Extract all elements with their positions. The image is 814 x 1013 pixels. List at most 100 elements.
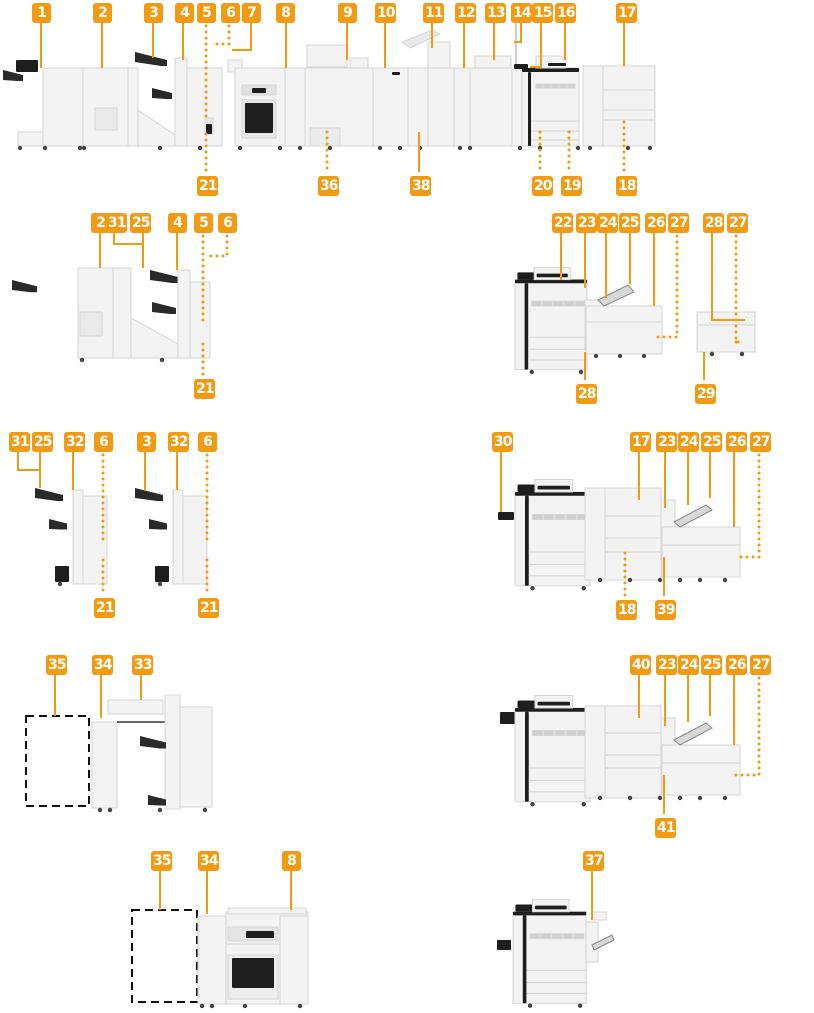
pod-deck [585,305,663,355]
callout-badge: 21 [197,176,219,196]
callout-badge: 22 [552,213,574,233]
callout-badge: 17 [630,432,652,452]
caster-wheel [709,351,715,357]
callout-badge: 32 [64,432,86,452]
leader-line-solid [514,23,522,43]
vent [542,300,553,307]
caster-wheel [97,807,103,813]
window [246,931,274,938]
vent [532,514,543,520]
callout-badge: 11 [423,3,445,23]
control-panel [514,64,528,69]
output-tray [12,280,37,293]
caster-wheel [530,586,535,591]
front-frame [524,283,529,370]
caster-wheel [209,1003,215,1009]
caster-wheel [237,145,243,151]
upper-tray [135,488,163,501]
output-tray [500,712,516,724]
callout-badge: 34 [198,851,220,871]
inserter-tray [400,29,442,49]
caster-wheel [581,802,586,807]
paper-deck [604,705,662,799]
callout-badge: 37 [583,851,605,871]
callout-badge: 3 [137,432,156,452]
caster-wheel [377,145,383,151]
caster-wheel [81,145,87,151]
installation-space-outline [25,715,90,807]
side-tray [591,934,615,951]
front-frame [522,915,527,1004]
caster-wheel [202,807,208,813]
indicator [392,72,400,75]
callout-badge: 17 [616,3,638,23]
paper-deck [602,65,656,147]
callout-badge: 24 [678,655,700,675]
caster-wheel [581,586,586,591]
callout-badge: 39 [655,600,677,620]
caster-wheel [722,577,728,583]
caster-wheel [578,369,584,375]
callout-badge: 6 [94,432,113,452]
caster-wheel [597,577,603,583]
caster-wheel [627,577,633,583]
caster-wheel [677,577,683,583]
vent [532,730,543,736]
caster-wheel [697,577,703,583]
cart-bay [232,958,274,988]
caster-wheel [199,1003,205,1009]
caster-wheel [587,145,593,151]
binder-drawer [309,127,341,147]
leader-line-dotted [733,453,761,559]
leader-line-solid [711,233,745,321]
caster-wheel [17,145,23,151]
callout-badge: 34 [92,655,114,675]
feeder-tray [537,701,570,706]
caster-wheel [297,145,303,151]
caster-wheel [159,357,165,363]
callout-badge: 28 [703,213,725,233]
vent [552,300,564,307]
callout-badge: 24 [678,432,700,452]
caster-wheel [467,145,473,151]
base-tray [55,566,69,582]
middle-tray [49,519,67,530]
callout-badge: 28 [576,384,598,404]
leader-line-dotted [208,234,229,258]
callout-badge: 14 [511,3,533,23]
vent [551,933,563,940]
callout-badge: 23 [576,213,598,233]
manual-feed-tray [673,722,713,746]
callout-badge: 15 [532,3,554,23]
vent [551,83,560,89]
vent [554,514,566,520]
callout-badge: 18 [616,600,638,620]
inserter-top [107,699,164,715]
caster-wheel [157,581,163,587]
caster-wheel [593,353,599,359]
caster-wheel [597,795,603,801]
pod-deck [661,526,741,578]
callout-badge: 41 [655,818,677,838]
vent [559,83,568,89]
output-tray [3,70,23,81]
caster-wheel [157,807,163,813]
vent [543,514,555,520]
callout-badge: 19 [561,176,583,196]
callout-badge: 26 [726,432,748,452]
vent [567,83,576,89]
caster-wheel [197,145,203,151]
callout-badge: 23 [656,655,678,675]
callout-badge: 3 [144,3,163,23]
callout-badge: 16 [555,3,577,23]
vent [543,83,552,89]
lower-tray [152,88,172,99]
vent [565,514,577,520]
caster-wheel [77,145,83,151]
latch [206,124,212,134]
callout-badge: 2 [93,3,112,23]
upper-tray [140,736,166,749]
control-panel [517,272,535,280]
